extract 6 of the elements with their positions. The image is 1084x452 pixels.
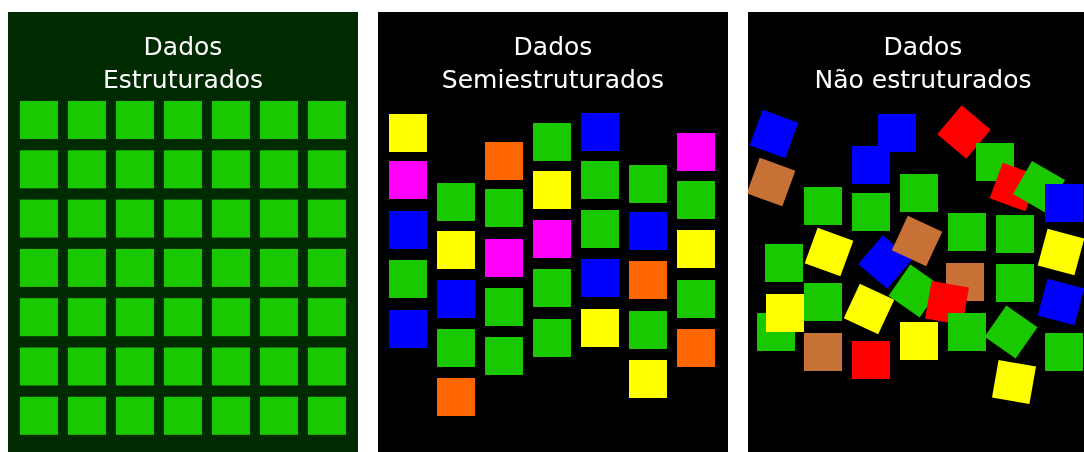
panel-heading: Dados Estruturados [101, 31, 265, 96]
panel-heading: Dados Não estruturados [813, 31, 1033, 96]
panel-heading: Dados Semiestruturados [440, 31, 666, 96]
data-panel [378, 12, 728, 452]
data-panel [748, 12, 1084, 452]
data-panel [8, 12, 358, 452]
